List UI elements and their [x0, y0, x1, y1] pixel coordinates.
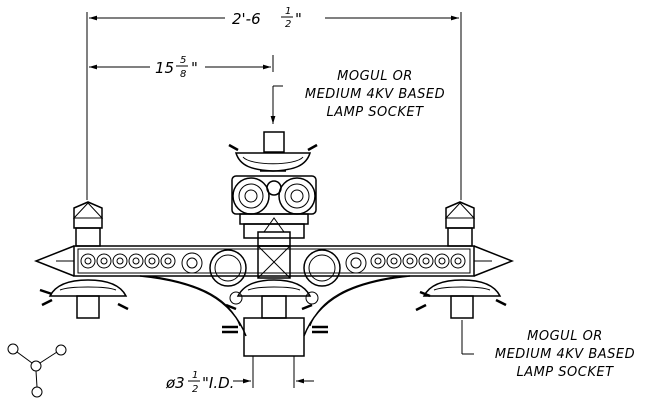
- svg-text:2'-6: 2'-6: [232, 10, 261, 28]
- svg-text:MEDIUM 4KV BASED: MEDIUM 4KV BASED: [305, 87, 445, 102]
- svg-text:5: 5: [180, 55, 186, 66]
- svg-text:1: 1: [192, 370, 198, 381]
- bore-dimension: ø3 1 2 "I.D.: [165, 356, 314, 395]
- half-spacing-dimension: 15 5 8 ": [89, 55, 274, 80]
- svg-text:": ": [295, 10, 302, 28]
- svg-text:15: 15: [155, 59, 174, 77]
- half-spacing-label: 15 5 8 ": [155, 55, 198, 80]
- svg-text:LAMP SOCKET: LAMP SOCKET: [516, 365, 614, 380]
- svg-text:2: 2: [192, 384, 198, 395]
- svg-text:LAMP SOCKET: LAMP SOCKET: [326, 105, 424, 120]
- svg-text:": ": [191, 59, 198, 77]
- svg-text:ø3: ø3: [165, 374, 185, 392]
- svg-text:"I.D.: "I.D.: [202, 374, 234, 392]
- svg-text:8: 8: [180, 69, 186, 80]
- fixture-body: [33, 131, 515, 357]
- overall-width-dimension: 2'-6 1 2 ": [86, 6, 462, 200]
- svg-text:1: 1: [285, 6, 291, 17]
- top-socket-note: MOGUL OR MEDIUM 4KV BASED LAMP SOCKET: [270, 69, 445, 124]
- svg-text:MOGUL OR: MOGUL OR: [527, 329, 603, 344]
- svg-text:2: 2: [285, 19, 291, 30]
- bottom-socket-note: MOGUL OR MEDIUM 4KV BASED LAMP SOCKET: [461, 320, 635, 380]
- bore-label: ø3 1 2 "I.D.: [165, 370, 234, 395]
- svg-text:MEDIUM 4KV BASED: MEDIUM 4KV BASED: [495, 347, 635, 362]
- three-arm-orientation-icon: [7, 343, 67, 398]
- svg-text:MOGUL OR: MOGUL OR: [337, 69, 413, 84]
- overall-width-label: 2'-6 1 2 ": [232, 6, 302, 30]
